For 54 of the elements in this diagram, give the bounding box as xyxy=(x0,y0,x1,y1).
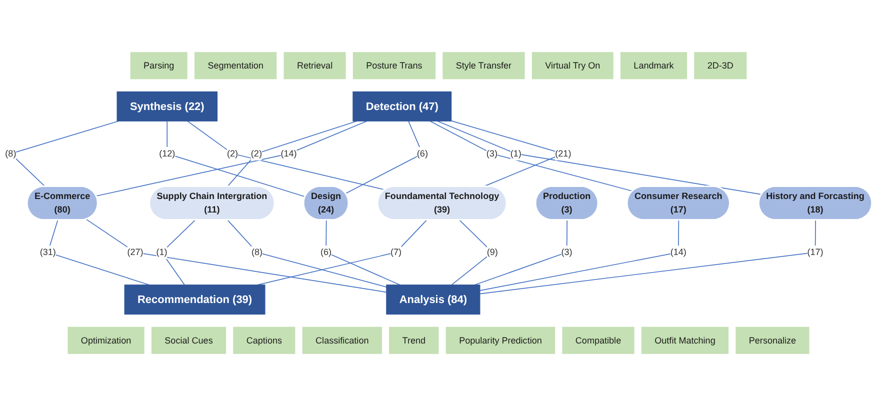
node-box: Personalize xyxy=(736,326,810,354)
edge-label: (7) xyxy=(390,246,402,258)
connector xyxy=(256,220,428,286)
edge-label: (6) xyxy=(416,148,428,158)
node-box: Detection (47) xyxy=(352,91,452,122)
node-box: Optimization xyxy=(68,326,144,354)
connector xyxy=(96,120,368,196)
node-box: Style Transfer xyxy=(442,52,525,80)
connector xyxy=(166,120,306,198)
node-box: Posture Trans xyxy=(352,52,436,80)
edge-label: (21) xyxy=(555,148,572,158)
edge-label: (2) xyxy=(250,148,262,158)
connector xyxy=(479,220,680,291)
edge-label: (27) xyxy=(127,246,144,258)
node-box: 2D-3D xyxy=(694,52,747,80)
node-box: Analysis (84) xyxy=(386,284,480,315)
connector xyxy=(326,220,400,286)
connector xyxy=(430,120,634,192)
connector xyxy=(86,218,387,293)
connector xyxy=(227,220,387,288)
edge-label: (1) xyxy=(510,148,522,158)
connector xyxy=(47,220,150,286)
edge-label: (9) xyxy=(486,246,498,258)
node-box: Parsing xyxy=(130,52,188,80)
edge-label: (31) xyxy=(40,246,56,258)
connector xyxy=(187,120,386,190)
node-box: Segmentation xyxy=(194,52,277,80)
edge-label: (17) xyxy=(807,246,824,258)
node-box: Synthesis (22) xyxy=(116,91,218,122)
edge-label: (3) xyxy=(561,246,572,258)
node-box: Compatible xyxy=(562,326,634,354)
node-box: Captions xyxy=(233,326,296,354)
edge-label: (8) xyxy=(251,246,263,258)
connector xyxy=(437,120,762,195)
node-box: Landmark xyxy=(620,52,688,80)
edge-label: (8) xyxy=(5,148,16,158)
node-box: Retrieval xyxy=(284,52,346,80)
node-box: Classification xyxy=(302,326,382,354)
edge-label: (1) xyxy=(156,246,168,258)
node-box: Popularity Prediction xyxy=(446,326,556,354)
edge-label: (12) xyxy=(159,148,176,158)
edge-label: (2) xyxy=(226,148,238,158)
connector xyxy=(474,220,568,286)
connector xyxy=(479,220,816,294)
connector xyxy=(226,120,358,187)
edge-label: (3) xyxy=(486,148,498,158)
node-box: Outfit Matching xyxy=(641,326,729,354)
node-box: Virtual Try On xyxy=(532,52,614,80)
node-box: Recommendation (39) xyxy=(124,284,266,315)
node-box: Social Cues xyxy=(151,326,226,354)
edge-label: (6) xyxy=(320,246,332,258)
edge-label: (14) xyxy=(280,148,297,158)
node-box: Trend xyxy=(389,326,439,354)
edge-label: (14) xyxy=(670,246,686,258)
